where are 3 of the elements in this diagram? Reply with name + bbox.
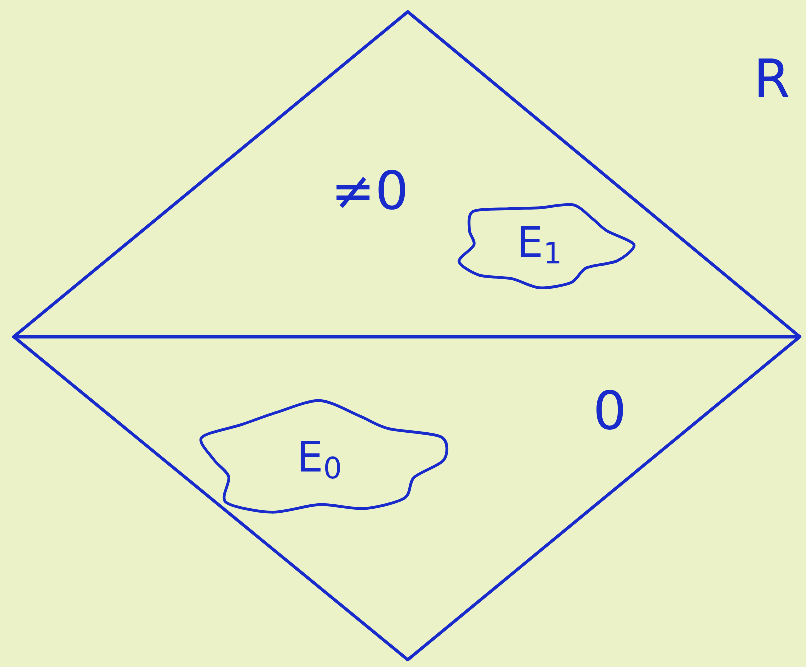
- blob: E$_{1}$: [458, 203, 636, 290]
- blob: E$_{0}$: [200, 399, 449, 514]
- set-label: R: [758, 58, 789, 98]
